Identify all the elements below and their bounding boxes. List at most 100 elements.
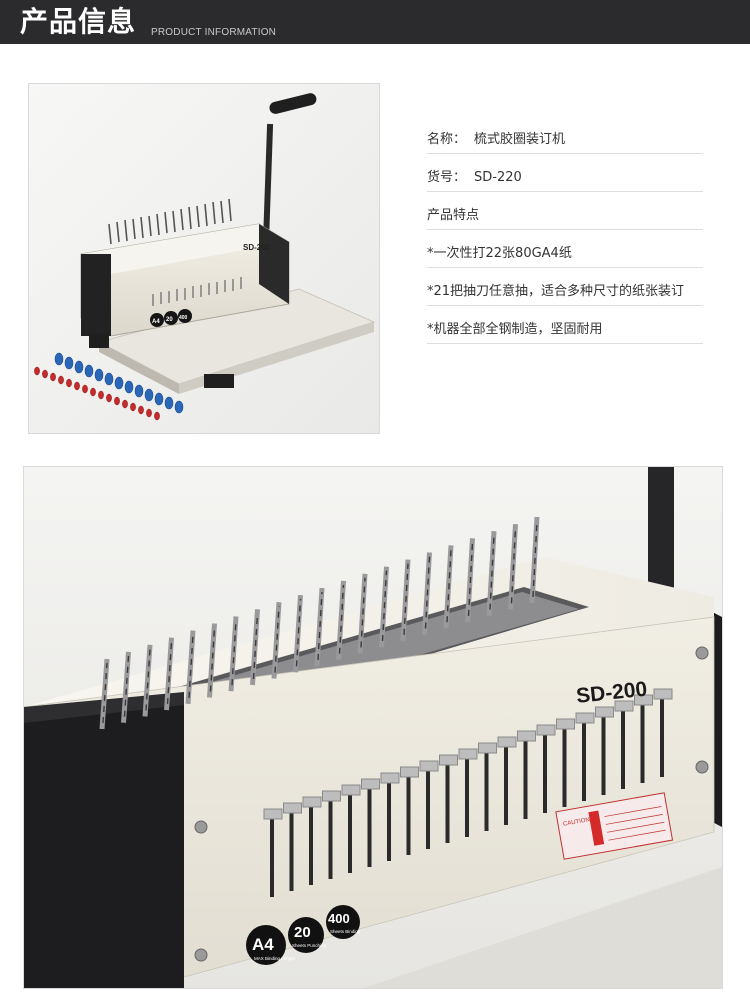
badge-a4-text: A4 xyxy=(252,935,274,954)
detail-photo: SD-200 CAUTION A4 MAX Binding Length 20 … xyxy=(23,466,723,989)
badge-20: 20 Sheets Punching xyxy=(288,917,327,953)
punch-slot xyxy=(484,751,489,831)
punch-slot xyxy=(640,703,645,783)
badge-a4-small-text: A4 xyxy=(152,319,160,325)
comb-tooth-stripe xyxy=(446,549,452,623)
punch-lever xyxy=(419,760,439,772)
punch-slot xyxy=(543,733,547,813)
product-info-list: 名称： 梳式胶圈装订机 货号： SD-220 产品特点 *一次性打22张80GA… xyxy=(427,116,703,344)
comb-tooth-stripe xyxy=(317,591,323,661)
badge-400-text: 400 xyxy=(328,911,350,926)
punch-lever xyxy=(478,742,497,754)
punch-slot xyxy=(426,769,430,849)
feature-item: *一次性打22张80GA4纸 xyxy=(427,230,703,268)
punch-lever xyxy=(575,712,595,724)
item-number-label: 货号： xyxy=(427,170,467,185)
punch-lever xyxy=(536,724,556,736)
binding-machine-illustration: SD-200 A4 20 400 xyxy=(29,84,379,433)
feature-item: *21把抽刀任意抽，适合多种尺寸的纸张装订 xyxy=(427,268,703,306)
comb-tooth-stripe xyxy=(510,528,517,604)
punch-slot xyxy=(523,739,528,819)
punch-slot xyxy=(387,781,391,861)
comb-tooth-stripe xyxy=(295,599,302,667)
section-title: 产品信息 xyxy=(20,5,137,38)
badge-20-text: 20 xyxy=(294,924,311,941)
punch-blades xyxy=(263,688,673,897)
screw-icon xyxy=(695,646,709,660)
blue-binding-comb xyxy=(54,352,184,414)
badge-400-small xyxy=(178,309,192,323)
red-binding-comb xyxy=(34,366,160,421)
info-row-name: 名称： 梳式胶圈装订机 xyxy=(427,116,703,154)
badge-400-subtext: Sheets Binding xyxy=(330,929,361,934)
name-value: 梳式胶圈装订机 xyxy=(474,132,566,147)
punch-slot xyxy=(309,805,313,885)
comb-tooth-stripe xyxy=(532,520,538,598)
badge-400-small-text: 400 xyxy=(179,315,188,321)
punch-slot xyxy=(328,799,333,879)
page-header: 产品信息 PRODUCT INFORMATION xyxy=(0,0,750,44)
feature-text: *机器全部全钢制造，坚固耐用 xyxy=(427,322,603,337)
screw-icon xyxy=(194,820,208,834)
punch-slot xyxy=(406,775,411,855)
product-photo: SD-200 A4 20 400 xyxy=(28,83,380,434)
section-subtitle: PRODUCT INFORMATION xyxy=(151,27,277,38)
caution-label: CAUTION xyxy=(555,792,674,860)
punch-slot xyxy=(660,697,664,777)
features-heading: 产品特点 xyxy=(427,208,480,223)
punch-lever xyxy=(361,778,380,790)
punch-slot xyxy=(289,811,294,891)
badge-20-small-text: 20 xyxy=(166,317,173,323)
punch-lever xyxy=(341,784,361,796)
punch-slot xyxy=(445,763,450,843)
punch-lever xyxy=(322,790,341,802)
caution-text: CAUTION xyxy=(563,817,591,828)
comb-teeth xyxy=(108,198,232,245)
punch-slot xyxy=(465,757,469,837)
badge-a4-small xyxy=(150,313,164,327)
screw-icon xyxy=(695,760,709,774)
screw-icon xyxy=(194,948,208,962)
punch-slot xyxy=(348,793,352,873)
info-row-features-heading: 产品特点 xyxy=(427,192,703,230)
badge-400: 400 Sheets Binding xyxy=(326,905,361,939)
info-row-item-number: 货号： SD-220 xyxy=(427,154,703,192)
comb-tooth-stripe xyxy=(338,584,345,654)
comb-tooth-stripe xyxy=(381,570,388,642)
punch-lever xyxy=(556,718,575,730)
punch-lever xyxy=(400,766,419,778)
punch-lever xyxy=(380,772,400,784)
punch-lever xyxy=(614,700,634,712)
badge-20-subtext: Sheets Punching xyxy=(292,943,327,948)
punch-lever xyxy=(634,694,653,706)
feature-text: *21把抽刀任意抽，适合多种尺寸的纸张装订 xyxy=(427,284,685,299)
comb-tooth-stripe xyxy=(360,577,366,648)
punch-lever xyxy=(263,808,283,820)
badge-a4-subtext: MAX Binding Length xyxy=(254,956,296,961)
punch-lever xyxy=(283,802,302,814)
left-end-cap xyxy=(24,702,184,988)
feature-text: *一次性打22张80GA4纸 xyxy=(427,246,572,261)
punch-slot xyxy=(562,727,567,807)
punch-lever xyxy=(439,754,458,766)
comb-tooth xyxy=(164,637,174,711)
badge-20-small xyxy=(164,311,178,325)
comb-tooth-stripe xyxy=(467,542,474,616)
punch-lever xyxy=(497,736,517,748)
punch-lever xyxy=(595,706,614,718)
model-label-small: SD-200 xyxy=(243,243,271,252)
comb-teeth-top xyxy=(99,516,540,730)
name-label: 名称： xyxy=(427,132,467,147)
punch-lever xyxy=(458,748,478,760)
feature-item: *机器全部全钢制造，坚固耐用 xyxy=(427,306,703,344)
punch-lever xyxy=(302,796,322,808)
punch-slot xyxy=(582,721,586,801)
punch-lever xyxy=(653,688,673,700)
item-number-value: SD-220 xyxy=(474,170,522,185)
binding-machine-closeup: SD-200 CAUTION A4 MAX Binding Length 20 … xyxy=(24,467,722,988)
punch-slot xyxy=(621,709,625,789)
punch-slot xyxy=(270,817,274,897)
punch-slot xyxy=(504,745,508,825)
punch-lever xyxy=(517,730,536,742)
comb-tooth-stripe xyxy=(274,606,280,673)
